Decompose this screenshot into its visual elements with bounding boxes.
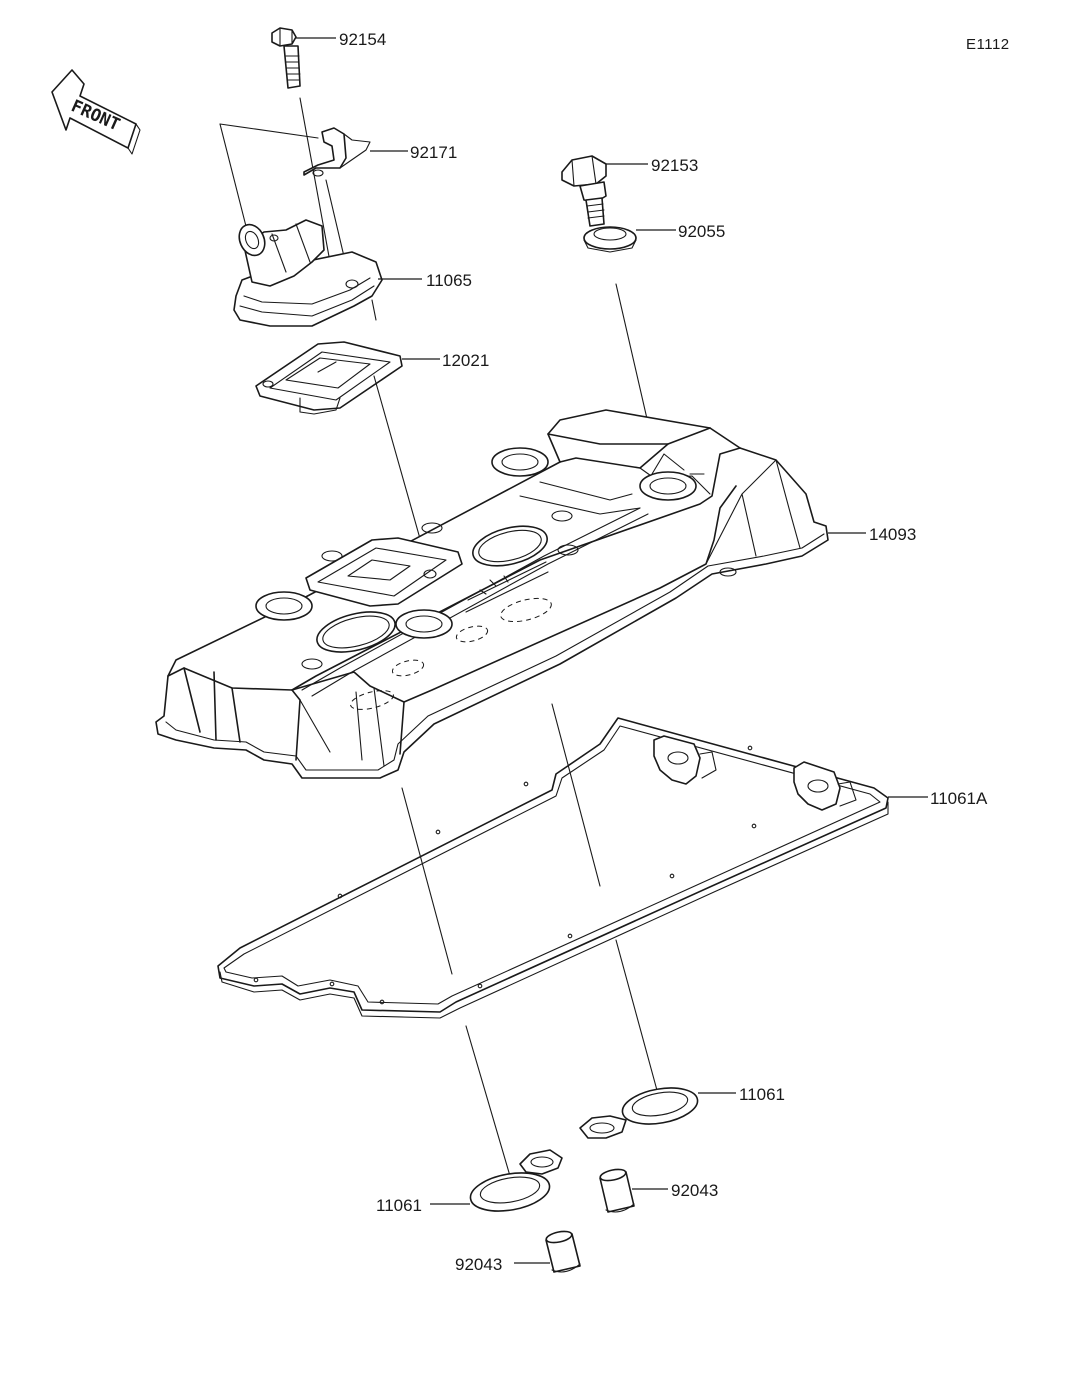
dowel-92043-right [599,1168,635,1213]
breather-cover-11065 [233,219,383,327]
front-label: FRONT [68,96,123,135]
cylinder-head-cover-14093 [155,409,829,779]
diagram-code: E1112 [966,36,1010,53]
grommet-92055 [583,226,637,253]
seal-11061-right [579,1087,699,1139]
label-92055: 92055 [678,222,725,241]
label-14093: 14093 [869,525,916,544]
gasket-11061A [217,717,889,1019]
label-92153: 92153 [651,156,698,175]
dowel-92043-left [545,1230,581,1273]
bolt-92154 [271,27,301,89]
label-11061-left: 11061 [376,1196,422,1215]
label-11065: 11065 [426,271,472,290]
label-92043-left: 92043 [455,1255,502,1274]
label-92154: 92154 [339,30,386,49]
plate-12021 [255,341,403,415]
label-92171: 92171 [410,143,457,162]
bolt-92153 [561,155,607,227]
clamp-92171 [303,127,371,177]
seal-11061-left [469,1149,563,1212]
label-11061-right: 11061 [739,1085,785,1104]
front-arrow-icon: FRONT [51,69,141,155]
label-92043-right: 92043 [671,1181,718,1200]
label-12021: 12021 [442,351,489,370]
label-11061A: 11061A [930,789,988,808]
